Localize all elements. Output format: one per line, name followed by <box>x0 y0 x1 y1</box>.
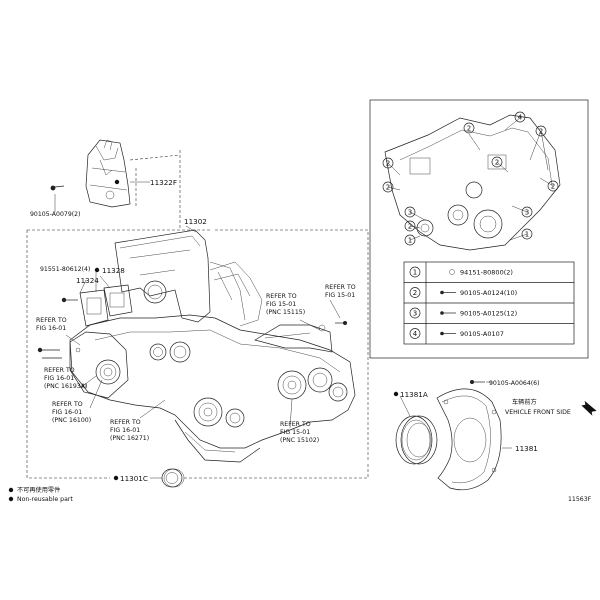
svg-text:2: 2 <box>467 125 471 133</box>
svg-text:2: 2 <box>386 184 390 192</box>
part-labels: 11322F 90105-A0079(2) 11302 91551-80612(… <box>30 178 540 483</box>
callout-2: 2 <box>463 122 475 134</box>
refer-labels: REFER TO FIG 16-01 REFER TO FIG 16-01 (P… <box>36 284 358 444</box>
svg-text:3: 3 <box>525 209 529 217</box>
ref-fig-16-01-pnc-16271: REFER TO FIG 16-01 (PNC 16271) <box>110 419 149 442</box>
svg-text:1: 1 <box>408 237 412 245</box>
leader-lines <box>54 181 512 479</box>
label-11381: 11381 <box>515 444 538 453</box>
svg-text:90105-A0125(12): 90105-A0125(12) <box>460 310 517 318</box>
callout-2: 2 <box>547 180 559 192</box>
gasket-11324 <box>103 284 133 317</box>
rear-oil-seal-11381a <box>395 415 438 465</box>
svg-text:VEHICLE FRONT SIDE: VEHICLE FRONT SIDE <box>505 409 571 416</box>
label-90105-a0079: 90105-A0079(2) <box>30 211 81 218</box>
bolt-legend-table: 1 94151-80800(2) 2 90105-A0124(10) 3 901… <box>403 261 575 345</box>
callout-2: 2 <box>382 157 394 169</box>
callout-2: 2 <box>491 156 503 168</box>
label-11381a: 11381A <box>400 390 428 399</box>
ref-fig-15-01-c: REFER TO FIG 15-01 <box>325 284 358 299</box>
svg-text:2: 2 <box>386 160 390 168</box>
label-11301c: 11301C <box>120 474 148 483</box>
legend-row: 1 94151-80800(2) <box>409 266 513 278</box>
label-11302: 11302 <box>184 217 207 226</box>
ref-fig-16-01-pnc-16193a: REFER TO FIG 16-01 (PNC 16193A) <box>44 367 87 390</box>
ref-fig-15-01-pnc-15102: REFER TO FIG 15-01 (PNC 15102) <box>280 421 319 444</box>
callout-3: 3 <box>404 206 416 218</box>
svg-text:1: 1 <box>525 231 529 239</box>
main-assembly-dashed-frame <box>26 150 369 479</box>
svg-text:2: 2 <box>413 289 417 297</box>
bolt-90105-a0079 <box>50 185 65 208</box>
gasket-11328 <box>79 289 109 327</box>
timing-chain-cover <box>37 229 356 463</box>
legend-row: 4 90105-A0107 <box>409 328 504 339</box>
svg-text:4: 4 <box>518 114 523 122</box>
non-reusable-markers <box>94 179 399 481</box>
footnote-english: Non-reusable part <box>17 496 73 503</box>
bracket-11322f <box>85 139 131 208</box>
legend-row: 2 90105-A0124(10) <box>409 287 517 298</box>
svg-text:车辆前方: 车辆前方 <box>512 398 537 406</box>
label-11328: 11328 <box>102 266 125 275</box>
callout-3: 3 <box>521 206 533 218</box>
vehicle-front-label: 车辆前方 VEHICLE FRONT SIDE <box>505 398 571 416</box>
svg-text:90105-A0107: 90105-A0107 <box>460 330 504 338</box>
svg-text:4: 4 <box>413 330 418 338</box>
svg-text:94151-80800(2): 94151-80800(2) <box>460 269 513 277</box>
callout-2: 2 <box>535 125 547 137</box>
oil-seal-11301c <box>161 468 185 488</box>
figure-code: 11563F <box>568 496 592 503</box>
svg-text:2: 2 <box>408 223 412 231</box>
ref-fig-16-01-pnc-16100: REFER TO FIG 16-01 (PNC 16100) <box>52 401 91 424</box>
legend-row: 3 90105-A0125(12) <box>409 307 517 319</box>
svg-text:90105-A0124(10): 90105-A0124(10) <box>460 289 517 297</box>
svg-text:2: 2 <box>539 128 543 136</box>
svg-text:2: 2 <box>495 159 499 167</box>
label-11324: 11324 <box>76 276 99 285</box>
label-11322f: 11322F <box>150 178 177 187</box>
callout-1: 1 <box>521 228 533 240</box>
svg-text:1: 1 <box>413 269 417 277</box>
svg-text:3: 3 <box>408 209 412 217</box>
footnotes: 不可再使用零件 Non-reusable part <box>8 486 73 503</box>
vehicle-front-arrow <box>581 400 597 416</box>
ref-fig-15-01-pnc-15115: REFER TO FIG 15-01 (PNC 15115) <box>266 293 305 316</box>
rear-retainer-11381 <box>436 388 502 491</box>
label-90105-a0064: 90105-A0064(6) <box>489 380 540 387</box>
callout-1: 1 <box>404 234 416 246</box>
ref-fig-16-01-a: REFER TO FIG 16-01 <box>36 317 69 332</box>
bolt-91551-80612 <box>61 297 78 303</box>
inset-bolt-location-box: 2 4 2 2 2 2 2 3 3 2 1 1 <box>369 99 589 359</box>
svg-text:3: 3 <box>413 310 417 318</box>
callout-2: 2 <box>404 220 416 232</box>
footnote-chinese: 不可再使用零件 <box>17 486 60 494</box>
svg-text:2: 2 <box>551 183 555 191</box>
bolt-90105-a0064 <box>470 380 485 384</box>
callout-4: 4 <box>514 111 526 123</box>
label-91551-80612: 91551-80612(4) <box>40 266 90 273</box>
callout-2: 2 <box>382 181 394 193</box>
